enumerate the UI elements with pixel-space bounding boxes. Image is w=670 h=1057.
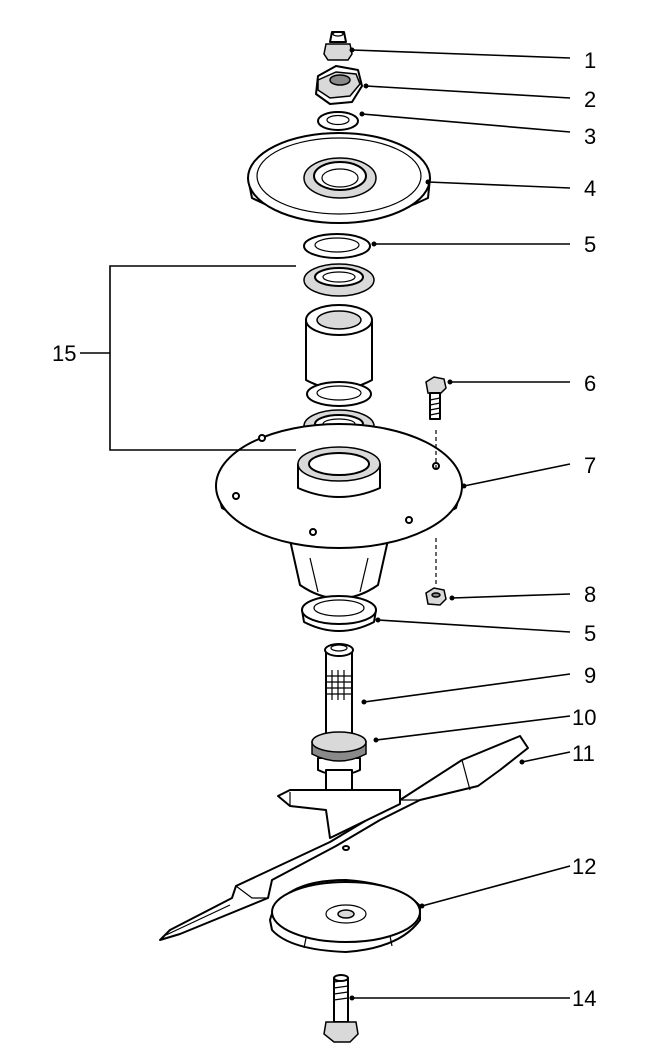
part-spindle-shaft [324,643,354,747]
callout-labels: 1 2 3 4 5 6 7 8 5 9 10 11 12 14 15 [52,48,596,1011]
part-washer [317,111,359,131]
callout-2: 2 [584,87,596,112]
callout-15: 15 [52,341,76,366]
part-bolt [425,376,447,470]
part-shaft-collar [311,731,367,794]
callout-4: 4 [584,176,596,201]
callout-8: 8 [584,582,596,607]
leader-lines [80,47,571,1001]
callout-9: 9 [584,663,596,688]
part-lock-nut [425,538,447,606]
callout-1: 1 [584,48,596,73]
callout-10: 10 [572,705,596,730]
callout-6: 6 [584,371,596,396]
part-mower-blade [159,735,529,941]
callout-5-lower: 5 [584,621,596,646]
callout-12: 12 [572,854,596,879]
part-blade-bolt [323,974,359,1043]
part-pulley [247,132,431,224]
callout-7: 7 [584,453,596,478]
part-spindle-bearing-assembly [303,233,375,443]
part-spindle-housing [215,423,463,600]
part-grease-fitting [323,31,353,61]
part-blade-cup [269,879,421,953]
part-hex-nut [315,65,363,105]
callout-11: 11 [572,741,595,766]
part-spacer-ring-lower [301,595,377,632]
callout-14: 14 [572,986,596,1011]
callout-3: 3 [584,124,596,149]
callout-5-upper: 5 [584,232,596,257]
